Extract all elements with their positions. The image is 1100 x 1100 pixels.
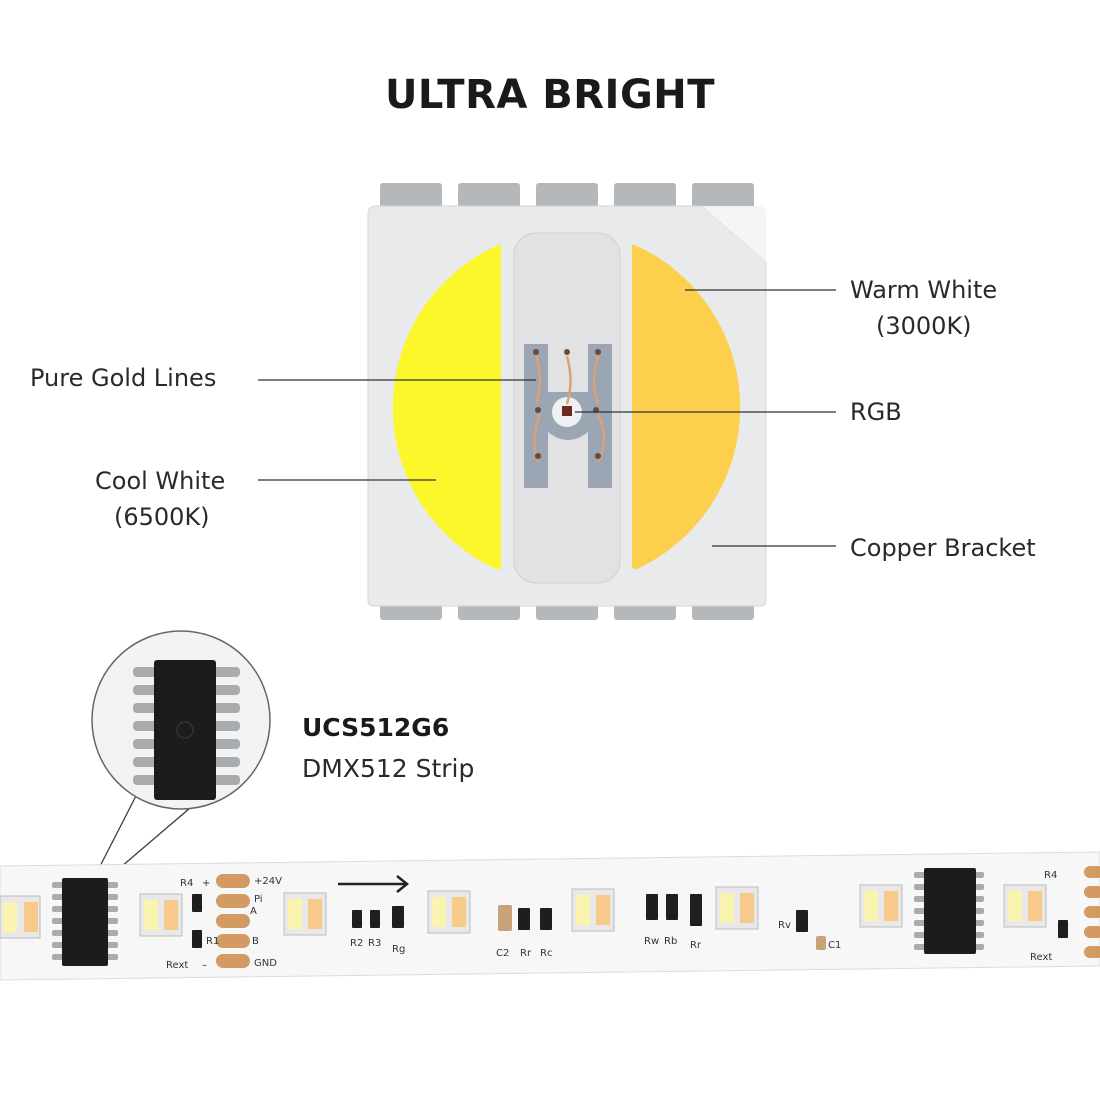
silk-rw: Rw bbox=[644, 936, 659, 947]
pure-gold-lines-label: Pure Gold Lines bbox=[30, 364, 217, 392]
silk-gnd: GND bbox=[254, 958, 277, 969]
strip-chip-left bbox=[52, 878, 118, 966]
silk-c1: C1 bbox=[828, 940, 841, 951]
copper-bracket-label: Copper Bracket bbox=[850, 534, 1036, 562]
callout-lines bbox=[258, 289, 836, 547]
silk-rr2: Rr bbox=[690, 940, 702, 951]
silk-pi: Pi bbox=[254, 894, 263, 905]
silk-b: B bbox=[252, 936, 259, 947]
silk-rext: Rext bbox=[166, 960, 188, 971]
copper-pads bbox=[216, 866, 1100, 968]
zoom-chip-body bbox=[154, 660, 216, 800]
silk-minus: – bbox=[202, 960, 207, 971]
strip-chip-right bbox=[914, 868, 984, 954]
silk-24v: +24V bbox=[254, 876, 282, 887]
silk-r4: R4 bbox=[180, 878, 193, 889]
silk-a: A bbox=[250, 906, 257, 917]
silk-rb: Rb bbox=[664, 936, 677, 947]
silk-r3: R3 bbox=[368, 938, 381, 949]
top-leads bbox=[380, 183, 754, 211]
warm-white-label: Warm White bbox=[850, 276, 998, 304]
strip-leds bbox=[0, 884, 1047, 939]
page-title: ULTRA BRIGHT bbox=[384, 72, 716, 118]
cool-white-temp: (6500K) bbox=[114, 503, 210, 531]
cool-white-label: Cool White bbox=[95, 467, 226, 495]
cool-white-die bbox=[392, 244, 501, 570]
silk-rext-right: Rext bbox=[1030, 952, 1052, 963]
rgb-label: RGB bbox=[850, 398, 902, 426]
silk-c2: C2 bbox=[496, 948, 509, 959]
silk-r4-right: R4 bbox=[1044, 870, 1057, 881]
silk-plus: + bbox=[202, 878, 210, 889]
silk-r2: R2 bbox=[350, 938, 363, 949]
smd-components bbox=[192, 894, 1068, 948]
zoom-chip-pins bbox=[133, 667, 240, 785]
warm-white-temp: (3000K) bbox=[876, 312, 972, 340]
direction-arrow-icon bbox=[338, 875, 410, 893]
silk-rg: Rg bbox=[392, 944, 405, 955]
package-corner-fold bbox=[702, 206, 766, 262]
silk-r1: R1 bbox=[206, 936, 219, 947]
chip-name: UCS512G6 bbox=[302, 713, 450, 742]
silk-rc: Rc bbox=[540, 948, 552, 959]
silk-rr: Rr bbox=[520, 948, 532, 959]
silk-rv: Rv bbox=[778, 920, 791, 931]
warm-white-die bbox=[632, 244, 741, 570]
chip-description: DMX512 Strip bbox=[302, 754, 475, 783]
